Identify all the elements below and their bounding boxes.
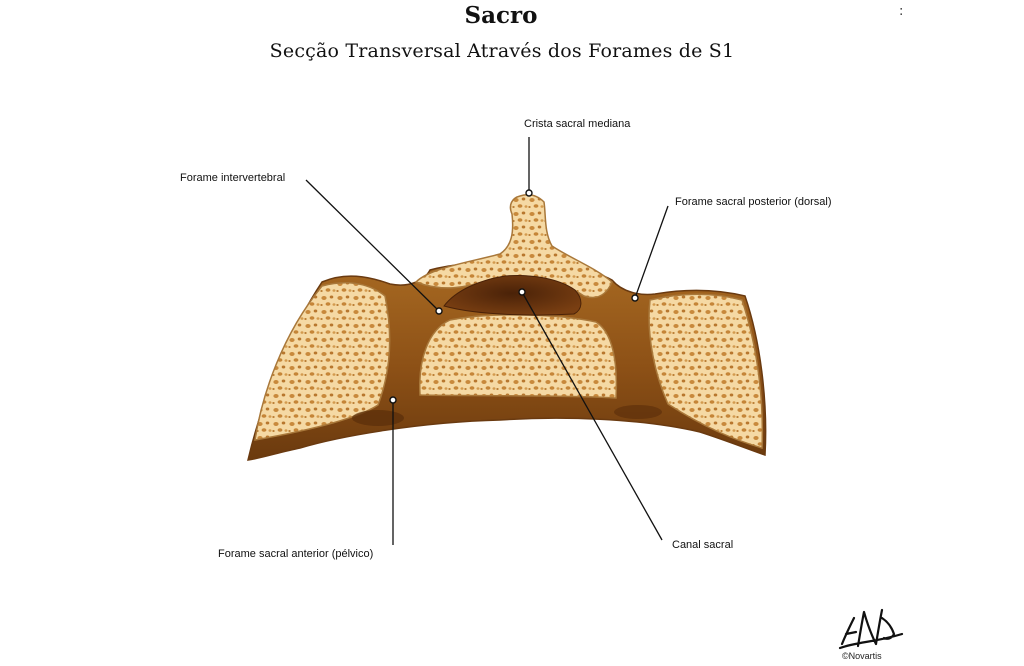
right-ala-cancellous — [648, 293, 764, 449]
artist-signature-logo — [838, 608, 904, 650]
anterior-foramen-right-shadow — [614, 405, 662, 419]
pin-forame-anterior — [389, 396, 397, 404]
left-ala-cancellous — [254, 282, 391, 441]
pin-forame-intervertebral — [435, 307, 443, 315]
leader-forame-posterior — [634, 205, 669, 299]
label-forame-sacral-anterior: Forame sacral anterior (pélvico) — [218, 548, 374, 560]
copyright-text: ©Novartis — [842, 651, 882, 661]
page-subtitle: Secção Transversal Através dos Forames d… — [269, 40, 735, 62]
pin-forame-posterior — [631, 294, 639, 302]
label-crista-sacral-mediana: Crista sacral mediana — [524, 118, 631, 130]
pin-crista — [525, 189, 533, 197]
label-forame-sacral-posterior: Forame sacral posterior (dorsal) — [675, 196, 832, 208]
label-canal-sacral: Canal sacral — [672, 539, 734, 551]
label-forame-intervertebral: Forame intervertebral — [180, 172, 286, 184]
page-title: Sacro — [464, 2, 538, 29]
leader-canal — [521, 291, 663, 541]
corner-mark: : — [899, 4, 904, 19]
anterior-foramen-left-shadow — [352, 410, 404, 426]
pin-canal — [518, 288, 526, 296]
leader-forame-intervertebral — [305, 179, 440, 312]
sacral-canal — [443, 275, 582, 316]
vertebral-body-cancellous — [419, 314, 618, 399]
